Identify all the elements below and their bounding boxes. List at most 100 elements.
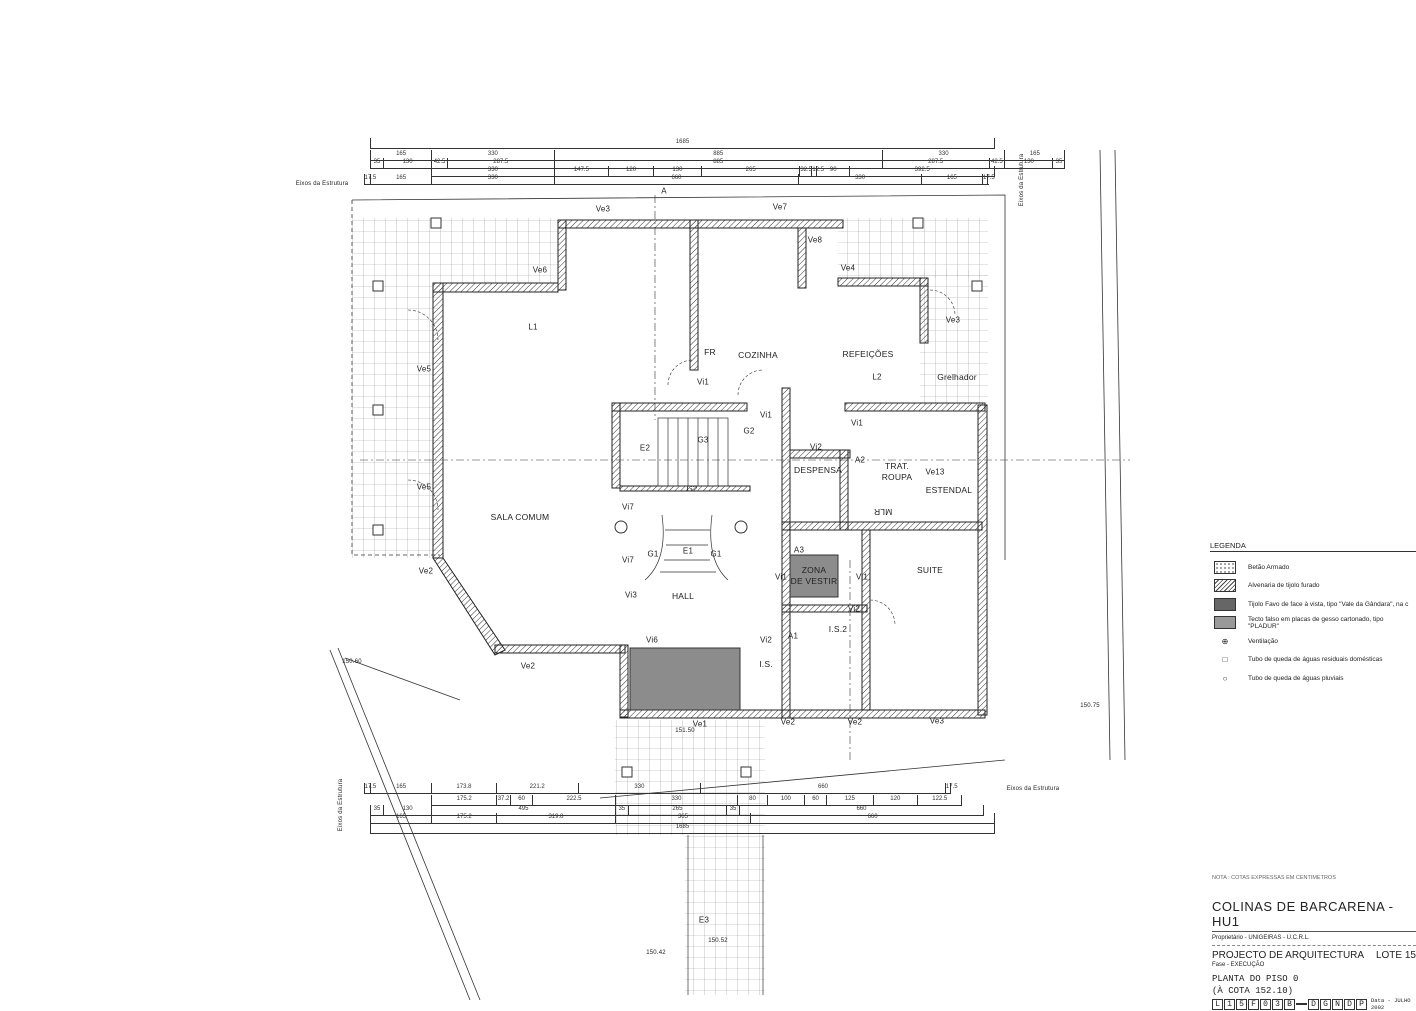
opening-label: Vi1 <box>850 418 864 428</box>
walls <box>432 219 988 719</box>
dimension-value: 130 <box>382 158 431 168</box>
room-trat-roupa-2: ROUPA <box>881 472 913 482</box>
dimension-value: 330 <box>881 150 1004 160</box>
room-suite: SUITE <box>916 565 944 575</box>
dimension-value: 42.5 <box>988 158 1005 168</box>
dimension-value: 495 <box>431 805 615 815</box>
legend-item: Alvenaria de tijolo furado <box>1210 577 1416 596</box>
dimension-value: 287.5 <box>881 158 989 168</box>
columns <box>372 217 983 778</box>
opening-label: Ve2 <box>780 717 796 727</box>
dimension-value: 175.2 <box>431 813 496 823</box>
opening-label: Ve4 <box>840 263 856 273</box>
axis-label: Eixos da Estrutura <box>1006 786 1060 792</box>
opening-label: Ve1 <box>692 719 708 729</box>
dimension-value: 175.2 <box>431 795 496 805</box>
site-outline <box>329 149 1126 1001</box>
circle-icon: ○ <box>1222 673 1228 683</box>
owner: Proprietário - UNIGEIRAS - U.C.R.L. <box>1212 935 1416 946</box>
opening-label: Vi7 <box>621 502 635 512</box>
opening-label: Ve5 <box>416 482 432 492</box>
dimension-value: 60 <box>803 795 826 805</box>
dimension-value: 660 <box>739 805 984 815</box>
room-cozinha: COZINHA <box>738 350 778 360</box>
false-ceiling-swatch <box>1214 616 1236 630</box>
dimension-value: 287.5 <box>446 158 554 168</box>
dimension-value: 330 <box>577 783 700 793</box>
dimension-value: 120 <box>872 795 918 805</box>
square-icon: □ <box>1222 655 1228 665</box>
dimension-value: 165 <box>369 174 431 184</box>
dimension-value: 173.8 <box>431 783 495 793</box>
room-estendal: ESTENDAL <box>925 485 973 495</box>
dimension-value: 42.5 <box>431 158 447 168</box>
level-mark: 150.75 <box>1080 703 1100 709</box>
dimension-value: 130 <box>652 166 701 176</box>
opening-label: Ve5 <box>416 364 432 374</box>
terrace-paving <box>352 218 988 995</box>
opening-label: Ve3 <box>929 716 945 726</box>
dimension-value: 122.5 <box>917 795 963 805</box>
dimension-value: 165 <box>920 174 982 184</box>
element-label: G2 <box>743 426 755 436</box>
dimension-value: 330 <box>431 174 553 184</box>
date: Data - JULHO 2002 <box>1371 997 1411 1011</box>
opening-label: Vi2 <box>759 635 773 645</box>
legend-item: ⊕Ventilação <box>1210 632 1416 651</box>
opening-label: Ve6 <box>532 265 548 275</box>
legend-item: Tijolo Favo de face à vista, tipo "Vale … <box>1210 595 1416 614</box>
dimension-value: 165 <box>369 783 431 793</box>
element-label: G1 <box>647 549 659 559</box>
legend-item: Tecto falso em placas de gesso cartonado… <box>1210 614 1416 633</box>
dimension-value: 330 <box>431 150 553 160</box>
element-label: E2 <box>639 443 651 453</box>
dimension-value: 330 <box>798 174 920 184</box>
dimension-value: 60 <box>509 795 532 805</box>
opening-label: Vi2 <box>847 604 861 614</box>
level-mark: 150.60 <box>342 659 362 665</box>
element-label: A1 <box>787 631 799 641</box>
legend-title: LEGENDA <box>1210 541 1416 552</box>
stairs <box>644 417 764 995</box>
dimension-value: 35 <box>1052 158 1066 168</box>
opening-label: Vi1 <box>696 377 710 387</box>
dimension-value: 265 <box>627 805 726 815</box>
ventilation-icon: ⊕ <box>1221 636 1229 646</box>
project-type: PROJECTO DE ARQUITECTURA <box>1212 950 1365 961</box>
opening-label: Ve7 <box>772 202 788 212</box>
room-zona-vestir-2: DE VESTIR <box>790 576 838 586</box>
dimension-value: 660 <box>553 174 799 184</box>
dimension-value: 130 <box>1004 158 1052 168</box>
opening-label: Ve3 <box>595 204 611 214</box>
room-refeicoes: REFEIÇÕES <box>842 349 894 359</box>
dimension-value: 319.8 <box>496 813 615 823</box>
dimension-value: 120 <box>608 166 653 176</box>
concrete-swatch <box>1214 560 1236 574</box>
dimension-value: 130 <box>382 805 431 815</box>
dimension-value: 17.5 <box>944 783 958 793</box>
element-label: G1 <box>710 549 722 559</box>
room-trat-roupa: TRAT. <box>885 461 909 471</box>
dimension-value: 100 <box>766 795 804 805</box>
room-sala-comum: SALA COMUM <box>490 512 550 522</box>
fridge-label: FR <box>704 347 716 357</box>
opening-label: Ve13 <box>925 467 945 477</box>
opening-label: Ve2 <box>847 717 863 727</box>
element-label: L2 <box>872 372 882 382</box>
room-hall: HALL <box>671 591 695 601</box>
dimension-value: 165 <box>370 150 431 160</box>
element-label: L1 <box>528 322 538 332</box>
legend: LEGENDA Betão Armado Alvenaria de tijolo… <box>1210 541 1416 688</box>
dimension-value: 330 <box>614 795 737 805</box>
dimension-value: 147.5 <box>553 166 609 176</box>
level-mark: 150.52 <box>708 938 728 944</box>
level-mark: 151.50 <box>675 728 695 734</box>
drawing-name: PLANTA DO PISO 0 <box>1212 974 1299 984</box>
phase: Fase - EXECUÇÃO <box>1212 962 1265 968</box>
dimension-value: 17.5 <box>982 174 995 184</box>
